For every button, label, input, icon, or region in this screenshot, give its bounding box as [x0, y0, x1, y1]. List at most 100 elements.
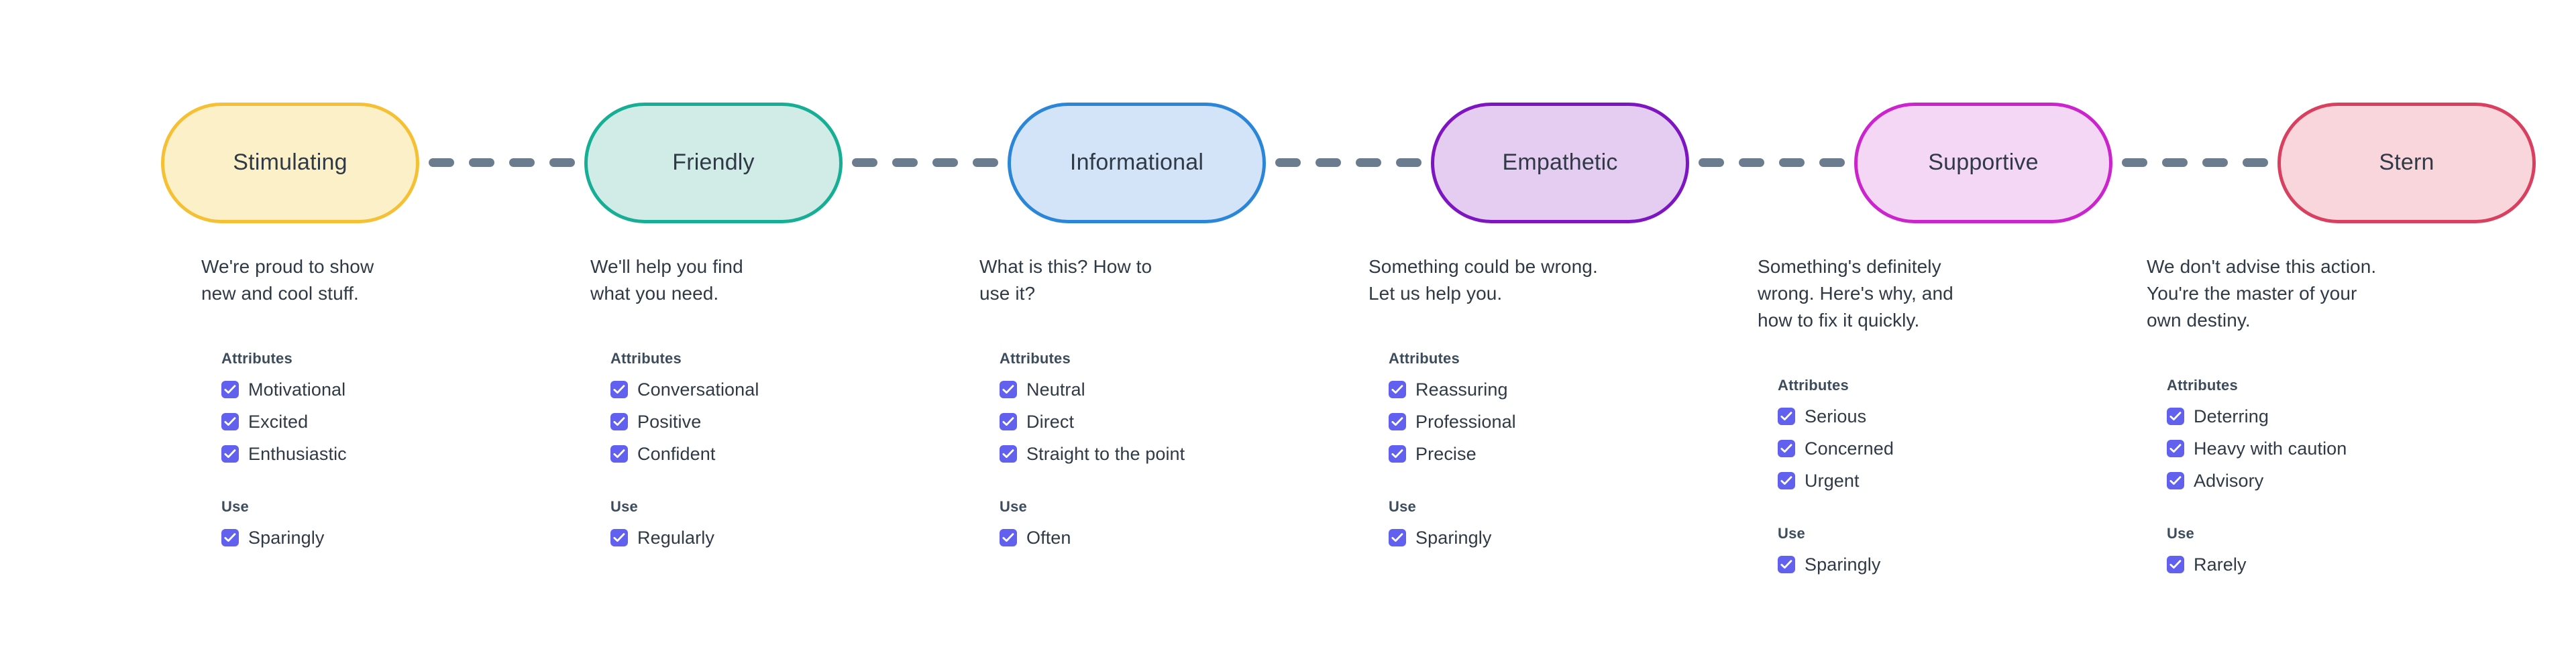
- tone-pill-row: Stimulating Friendly Informational Empathet…: [161, 101, 2536, 225]
- checkbox-checked-icon[interactable]: [221, 413, 239, 430]
- tone-use-item-label: Sparingly: [1415, 527, 1492, 548]
- tone-attributes-item[interactable]: Reassuring: [1389, 373, 1744, 406]
- connector-dash: [429, 158, 454, 167]
- connector-dash: [852, 158, 877, 167]
- connector-dash: [1779, 158, 1805, 167]
- checkbox-checked-icon[interactable]: [1000, 529, 1017, 546]
- tone-column-stern: We don't advise this action. You're the …: [2147, 253, 2522, 581]
- tone-attributes-item[interactable]: Direct: [1000, 406, 1355, 438]
- tone-pill-friendly[interactable]: Friendly: [584, 102, 843, 223]
- checkbox-checked-icon[interactable]: [1389, 381, 1406, 398]
- tone-description: Something could be wrong. Let us help yo…: [1368, 256, 1598, 304]
- checkbox-checked-icon[interactable]: [1778, 472, 1795, 489]
- tone-attributes-group-title: Attributes: [2167, 377, 2238, 394]
- tone-column-empathetic: Something could be wrong. Let us help yo…: [1368, 253, 1744, 554]
- checkbox-checked-icon[interactable]: [1778, 408, 1795, 425]
- checkbox-checked-icon[interactable]: [1778, 440, 1795, 457]
- tone-attributes-item[interactable]: Heavy with caution: [2167, 432, 2522, 465]
- tone-pill-stern[interactable]: Stern: [2277, 102, 2536, 223]
- checkbox-checked-icon[interactable]: [1389, 413, 1406, 430]
- tone-attributes-item-label: Concerned: [1805, 438, 1894, 459]
- tone-attributes-item[interactable]: Conversational: [610, 373, 966, 406]
- tone-attributes-item[interactable]: Enthusiastic: [221, 438, 577, 470]
- tone-attributes-group-title: Attributes: [610, 350, 682, 367]
- connector-dash: [2162, 158, 2188, 167]
- tone-use-item[interactable]: Sparingly: [1778, 548, 2133, 581]
- tone-attributes-item[interactable]: Excited: [221, 406, 577, 438]
- tone-attributes-item-label: Professional: [1415, 411, 1516, 432]
- connector-dash: [1396, 158, 1421, 167]
- tone-attributes-item-label: Confident: [637, 443, 716, 464]
- tone-attributes-item[interactable]: Concerned: [1778, 432, 2133, 465]
- connector-dash: [469, 158, 494, 167]
- tone-use-group-title: Use: [221, 498, 249, 515]
- checkbox-checked-icon[interactable]: [610, 529, 628, 546]
- checkbox-checked-icon[interactable]: [2167, 472, 2184, 489]
- tone-attributes-item[interactable]: Precise: [1389, 438, 1744, 470]
- checkbox-checked-icon[interactable]: [221, 529, 239, 546]
- tone-use-group-title: Use: [2167, 525, 2194, 542]
- tone-attributes-item-label: Deterring: [2194, 406, 2269, 426]
- checkbox-checked-icon[interactable]: [1000, 445, 1017, 463]
- tone-attributes-item[interactable]: Neutral: [1000, 373, 1355, 406]
- tone-pill-empathetic[interactable]: Empathetic: [1431, 102, 1689, 223]
- tone-attributes-item[interactable]: Straight to the point: [1000, 438, 1355, 470]
- checkbox-checked-icon[interactable]: [221, 381, 239, 398]
- tone-use-item[interactable]: Regularly: [610, 522, 966, 554]
- tone-attributes-item-label: Serious: [1805, 406, 1867, 426]
- checkbox-checked-icon[interactable]: [2167, 408, 2184, 425]
- tone-pill-stimulating[interactable]: Stimulating: [161, 102, 419, 223]
- tone-attributes-item[interactable]: Motivational: [221, 373, 577, 406]
- tone-attributes-item[interactable]: Positive: [610, 406, 966, 438]
- tone-use-item-label: Rarely: [2194, 554, 2247, 575]
- tone-column-stimulating: We're proud to show new and cool stuff.A…: [201, 253, 577, 554]
- checkbox-checked-icon[interactable]: [610, 413, 628, 430]
- checkbox-checked-icon[interactable]: [1389, 445, 1406, 463]
- tone-description: Something's definitely wrong. Here's why…: [1758, 256, 1953, 331]
- tone-description: What is this? How to use it?: [979, 256, 1152, 304]
- connector-dash: [2122, 158, 2147, 167]
- tone-attributes-item[interactable]: Professional: [1389, 406, 1744, 438]
- tone-pill-supportive[interactable]: Supportive: [1854, 102, 2112, 223]
- tone-pill-label: Friendly: [672, 149, 755, 175]
- checkbox-checked-icon[interactable]: [2167, 440, 2184, 457]
- tone-pill-label: Informational: [1069, 149, 1204, 175]
- tone-attributes-item-label: Reassuring: [1415, 379, 1508, 400]
- checkbox-checked-icon[interactable]: [1000, 413, 1017, 430]
- tone-use-item[interactable]: Sparingly: [1389, 522, 1744, 554]
- checkbox-checked-icon[interactable]: [610, 381, 628, 398]
- tone-attributes-item[interactable]: Serious: [1778, 400, 2133, 432]
- tone-attributes-item[interactable]: Deterring: [2167, 400, 2522, 432]
- tone-attributes-item[interactable]: Advisory: [2167, 465, 2522, 497]
- tone-attributes-group-title: Attributes: [1389, 350, 1460, 367]
- connector-dash: [509, 158, 535, 167]
- tone-use-item[interactable]: Sparingly: [221, 522, 577, 554]
- tone-attributes-item[interactable]: Urgent: [1778, 465, 2133, 497]
- tone-use-item[interactable]: Rarely: [2167, 548, 2522, 581]
- tone-use-item[interactable]: Often: [1000, 522, 1355, 554]
- tone-attributes-item-label: Excited: [248, 411, 309, 432]
- tone-attributes-item[interactable]: Confident: [610, 438, 966, 470]
- tone-pill-informational[interactable]: Informational: [1008, 102, 1266, 223]
- connector-dash: [1819, 158, 1845, 167]
- checkbox-checked-icon[interactable]: [610, 445, 628, 463]
- connector-dash: [1316, 158, 1341, 167]
- tone-use-item-label: Sparingly: [248, 527, 325, 548]
- checkbox-checked-icon[interactable]: [2167, 556, 2184, 573]
- checkbox-checked-icon[interactable]: [221, 445, 239, 463]
- checkbox-checked-icon[interactable]: [1000, 381, 1017, 398]
- checkbox-checked-icon[interactable]: [1389, 529, 1406, 546]
- checkbox-checked-icon[interactable]: [1778, 556, 1795, 573]
